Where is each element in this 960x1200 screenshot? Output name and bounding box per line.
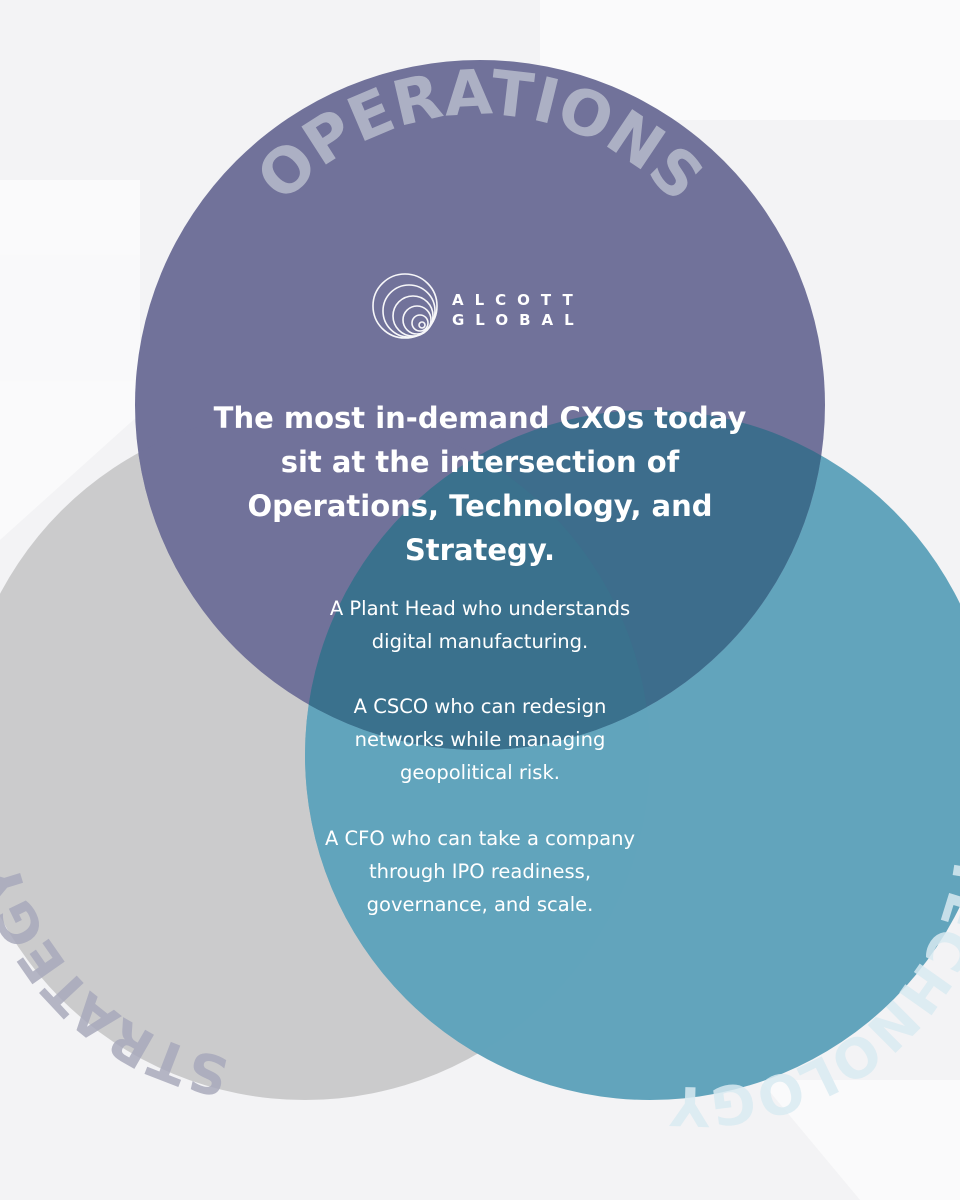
headline-line: Strategy. [404,533,556,567]
brand-name-line-1: ALCOTT [452,291,584,309]
paragraph-line: geopolitical risk. [400,761,560,784]
csco-paragraph: A CSCO who can redesign networks while m… [130,690,830,789]
paragraph-line: through IPO readiness, [368,860,592,883]
headline-line: The most in-demand CXOs today [213,401,747,435]
headline-line: sit at the intersection of [280,445,680,479]
paragraph-line: governance, and scale. [366,893,594,916]
plant-head-paragraph: A Plant Head who understands digital man… [130,592,830,658]
concentric-circles-logo-icon [372,273,438,339]
brand-name-line-2: GLOBAL [452,311,585,329]
headline: The most in-demand CXOs today sit at the… [130,396,830,572]
cfo-paragraph: A CFO who can take a company through IPO… [130,822,830,921]
paragraph-line: A CSCO who can redesign [353,695,607,718]
paragraph-line: A CFO who can take a company [325,827,635,850]
overlap-operations-strategy [135,410,650,750]
headline-line: Operations, Technology, and [247,489,713,523]
paragraph-line: A Plant Head who understands [329,597,631,620]
paragraph-line: digital manufacturing. [371,630,589,653]
paragraph-line: networks while managing [354,728,606,751]
